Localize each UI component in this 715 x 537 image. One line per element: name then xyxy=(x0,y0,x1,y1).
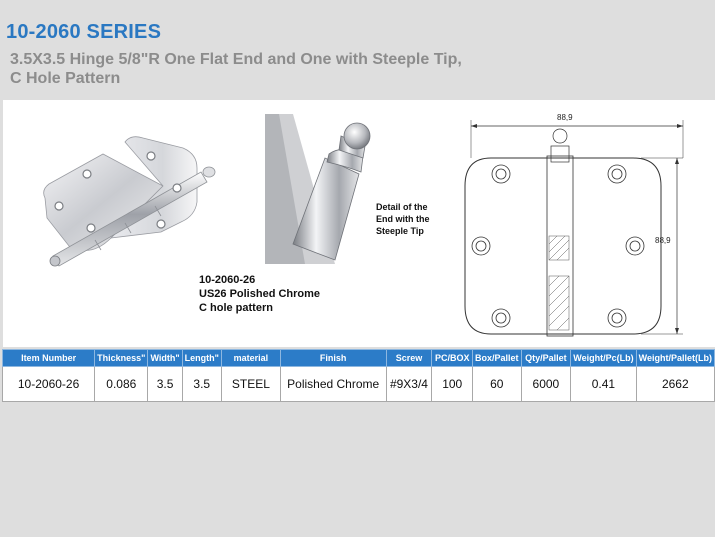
cell-pc-box: 100 xyxy=(431,366,473,402)
steeple-tip-detail-photo xyxy=(265,114,371,264)
col-thickness: Thickness" xyxy=(94,349,149,367)
caption-item-number: 10-2060-26 xyxy=(199,274,256,286)
cell-width: 3.5 xyxy=(147,366,183,402)
subtitle-line-1: 3.5X3.5 Hinge 5/8"R One Flat End and One… xyxy=(10,51,462,68)
col-finish: Finish xyxy=(279,349,387,367)
cell-screw: #9X3/4 xyxy=(385,366,433,402)
cell-qty-pallet: 6000 xyxy=(520,366,572,402)
series-title: 10-2060 SERIES xyxy=(6,21,162,43)
col-material: material xyxy=(220,349,281,367)
col-qty-pallet: Qty/Pallet xyxy=(520,349,572,367)
detail-note-line: Detail of the xyxy=(376,202,428,212)
cell-thickness: 0.086 xyxy=(94,366,149,402)
cell-weight-pc: 0.41 xyxy=(570,366,637,402)
col-box-pallet: Box/Pallet xyxy=(472,349,522,367)
col-weight-pc: Weight/Pc(Lb) xyxy=(570,349,637,367)
detail-note-line: Steeple Tip xyxy=(376,226,424,236)
col-width: Width" xyxy=(147,349,183,367)
product-subtitle: 3.5X3.5 Hinge 5/8"R One Flat End and One… xyxy=(10,50,610,88)
product-caption: 10-2060-26 US26 Polished Chrome C hole p… xyxy=(199,273,320,315)
caption-finish: US26 Polished Chrome xyxy=(199,288,321,300)
cell-box-pallet: 60 xyxy=(472,366,522,402)
table-header-row: Item Number Thickness" Width" Length" ma… xyxy=(1,349,715,367)
col-length: Length" xyxy=(181,349,222,367)
caption-hole-pattern: C hole pattern xyxy=(199,302,273,314)
table-row: 10-2060-26 0.086 3.5 3.5 STEEL Polished … xyxy=(1,366,715,402)
width-dimension: 88,9 xyxy=(557,113,573,122)
cell-length: 3.5 xyxy=(181,366,222,402)
cell-weight-pallet: 2662 xyxy=(635,366,715,402)
specs-table: Item Number Thickness" Width" Length" ma… xyxy=(1,349,715,402)
cell-item-number: 10-2060-26 xyxy=(1,366,96,402)
product-image-panel: Detail of the End with the Steeple Tip 1… xyxy=(3,100,715,347)
hinge-photo xyxy=(43,136,216,267)
detail-note: Detail of the End with the Steeple Tip xyxy=(376,201,456,237)
cell-finish: Polished Chrome xyxy=(279,366,387,402)
col-pc-box: PC/BOX xyxy=(431,349,473,367)
col-weight-pallet: Weight/Pallet(Lb) xyxy=(635,349,715,367)
subtitle-line-2: C Hole Pattern xyxy=(10,70,121,87)
detail-note-line: End with the xyxy=(376,214,430,224)
col-screw: Screw xyxy=(385,349,433,367)
height-dimension: 88,9 xyxy=(655,236,671,245)
technical-drawing: 88,9 88,9 xyxy=(464,113,684,337)
col-item-number: Item Number xyxy=(1,349,96,367)
cell-material: STEEL xyxy=(220,366,281,402)
